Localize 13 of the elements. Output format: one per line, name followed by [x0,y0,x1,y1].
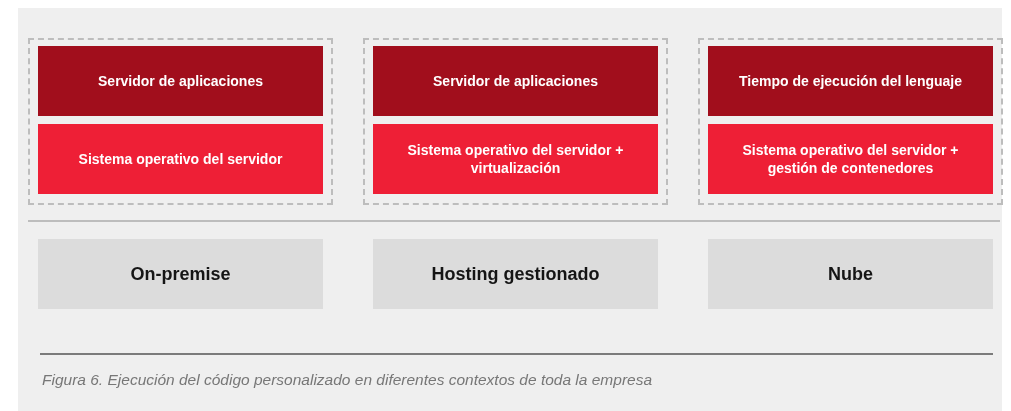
layer-box: Tiempo de ejecución del lenguaje [708,46,993,116]
layer-box: Sistema operativo del servidor + gestión de contenedores [708,124,993,194]
dashed-group-outline [698,38,1003,205]
layer-box: Servidor de aplicaciones [373,46,658,116]
context-box: Hosting gestionado [373,239,658,309]
dashed-group-outline [28,38,333,205]
layer-box: Sistema operativo del servidor [38,124,323,194]
figure-caption: Figura 6. Ejecución del código personalizado en diferentes contextos de toda la empresa [42,371,653,389]
context-box: Nube [708,239,993,309]
layer-box: Sistema operativo del servidor + virtualización [373,124,658,194]
dashed-group-outline [363,38,668,205]
layer-box: Servidor de aplicaciones [38,46,323,116]
context-box: On-premise [38,239,323,309]
